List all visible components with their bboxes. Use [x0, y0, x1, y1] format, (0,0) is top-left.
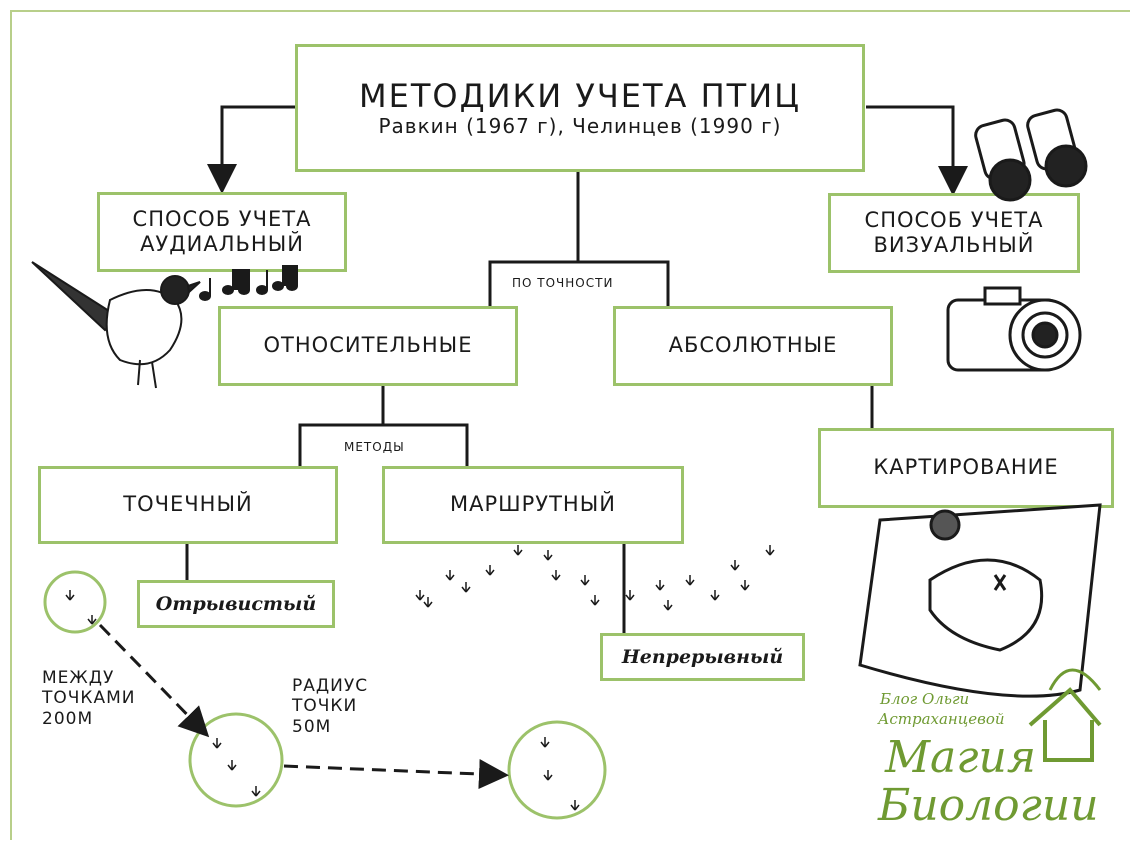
absolute-box: АБСОЛЮТНЫЕ [613, 306, 893, 386]
audial-box: СПОСОБ УЧЕТА АУДИАЛЬНЫЙ [97, 192, 347, 272]
continuous-label: Непрерывный [621, 646, 784, 668]
arrow-audial [207, 105, 295, 194]
between-points-note: МЕЖДУ ТОЧКАМИ 200М [42, 668, 136, 729]
point-circle-1 [43, 570, 107, 634]
logo-line4: Биологии [878, 780, 1099, 831]
point-circle-2 [188, 712, 284, 808]
logo-house-icon [1028, 668, 1102, 762]
route-tracks [415, 545, 775, 611]
route-label: МАРШРУТНЫЙ [450, 492, 616, 517]
methods-label: МЕТОДЫ [340, 440, 409, 454]
absolute-label: АБСОЛЮТНЫЕ [668, 333, 838, 358]
mapping-box: КАРТИРОВАНИЕ [818, 428, 1114, 508]
dashed-arrow-1 [98, 623, 210, 738]
audial-label: СПОСОБ УЧЕТА АУДИАЛЬНЫЙ [132, 206, 312, 256]
point-circle-3 [507, 720, 607, 820]
logo-line2: Астраханцевой [878, 710, 1005, 728]
treasure-map-icon [858, 503, 1102, 698]
arrow-visual [866, 105, 968, 196]
visual-label: СПОСОБ УЧЕТА ВИЗУАЛЬНЫЙ [864, 207, 1044, 257]
relative-box: ОТНОСИТЕЛЬНЫЕ [218, 306, 518, 386]
logo-line3: Магия [885, 732, 1036, 783]
route-box: МАРШРУТНЫЙ [382, 466, 684, 544]
diagram-title: МЕТОДИКИ УЧЕТА ПТИЦ [359, 76, 801, 115]
split-methods [298, 385, 469, 466]
split-accuracy [488, 172, 670, 306]
tracks-in-circles [65, 590, 580, 811]
camera-icon [946, 286, 1082, 372]
logo-line1: Блог Ольги [880, 690, 970, 708]
continuous-box: Непрерывный [600, 633, 805, 681]
binoculars-icon [974, 108, 1088, 202]
diagram-subtitle: Равкин (1967 г), Челинцев (1990 г) [378, 114, 782, 139]
page-frame [10, 10, 1130, 840]
by-accuracy-label: ПО ТОЧНОСТИ [508, 276, 618, 290]
dashed-arrow-2 [283, 759, 509, 790]
point-label: ТОЧЕЧНЫЙ [123, 492, 253, 517]
point-box: ТОЧЕЧНЫЙ [38, 466, 338, 544]
mapping-label: КАРТИРОВАНИЕ [873, 455, 1059, 480]
relative-label: ОТНОСИТЕЛЬНЫЕ [263, 333, 473, 358]
title-box: МЕТОДИКИ УЧЕТА ПТИЦ Равкин (1967 г), Чел… [295, 44, 865, 172]
intermittent-label: Отрывистый [155, 593, 317, 615]
intermittent-box: Отрывистый [137, 580, 335, 628]
visual-box: СПОСОБ УЧЕТА ВИЗУАЛЬНЫЙ [828, 193, 1080, 273]
magpie-bird-icon [31, 261, 201, 389]
radius-point-note: РАДИУС ТОЧКИ 50М [292, 676, 369, 737]
music-notes-icon [199, 265, 298, 301]
